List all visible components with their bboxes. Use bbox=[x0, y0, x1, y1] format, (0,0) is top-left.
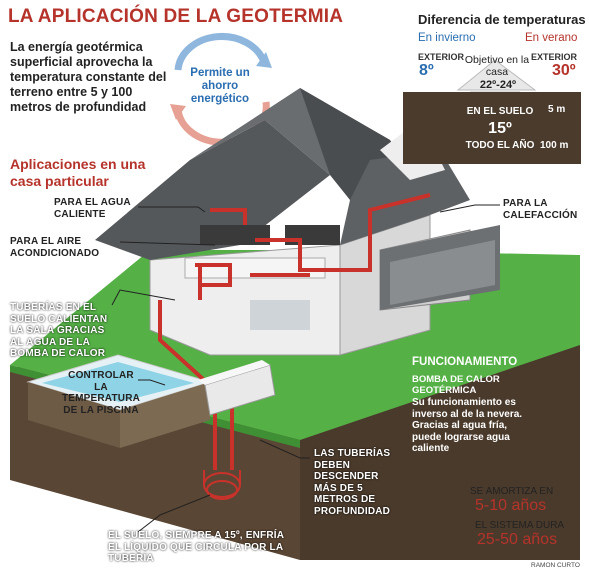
ground-coil bbox=[203, 470, 241, 500]
exterior-label-summer: EXTERIOR bbox=[531, 52, 578, 62]
operation-subtitle: BOMBA DE CALOR GEOTÉRMICA bbox=[412, 374, 500, 396]
label-ground-cools: EL SUELO, SIEMPRE A 15º, ENFRÍA EL LÍQUI… bbox=[108, 530, 284, 564]
amortization-label: SE AMORTIZA EN bbox=[470, 486, 554, 497]
depth-max: 100 m bbox=[540, 140, 569, 151]
house-roof bbox=[95, 120, 330, 260]
winter-label: En invierno bbox=[418, 32, 476, 44]
label-pool: CONTROLAR LA TEMPERATURA DE LA PISCINA bbox=[61, 370, 141, 416]
applications-title: Aplicaciones en una casa particular bbox=[10, 156, 146, 189]
operation-body: Su funcionamiento es inverso al de la ne… bbox=[412, 397, 523, 454]
soil-panel bbox=[403, 92, 581, 164]
label-air-conditioning: PARA EL AIRE ACONDICIONADO bbox=[10, 236, 100, 259]
intro-text: La energía geotérmica superficial aprove… bbox=[10, 40, 167, 114]
objective-label: Objetivo en la casa bbox=[464, 54, 530, 78]
ground-all-year: TODO EL AÑO bbox=[465, 140, 535, 151]
winter-temp: 8º bbox=[419, 62, 434, 79]
summer-temp: 30º bbox=[552, 62, 576, 79]
lifespan-label: EL SISTEMA DURA bbox=[475, 520, 565, 531]
page-title: LA APLICACIÓN DE LA GEOTERMIA bbox=[8, 6, 344, 27]
label-heating: PARA LA CALEFACCIÓN bbox=[503, 198, 578, 221]
depth-min: 5 m bbox=[548, 104, 566, 115]
lifespan-value: 25-50 años bbox=[477, 531, 558, 548]
ground-temp: 15º bbox=[488, 120, 512, 137]
objective-temp: 22º-24º bbox=[479, 79, 517, 91]
summer-label: En verano bbox=[525, 32, 578, 44]
credit: RAMON CURTO bbox=[531, 562, 580, 569]
exterior-label-winter: EXTERIOR bbox=[418, 52, 465, 62]
pipes bbox=[158, 193, 431, 470]
ground-label: EN EL SUELO bbox=[466, 106, 534, 117]
temp-diff-title: Diferencia de temperaturas bbox=[418, 12, 586, 27]
label-hot-water: PARA EL AGUA CALIENTE bbox=[54, 197, 131, 220]
savings-text: Permite un ahorro energético bbox=[190, 67, 250, 105]
label-floor-pipes: TUBERÍAS EN EL SUELO CALIENTAN LA SALA G… bbox=[10, 302, 108, 359]
amortization-value: 5-10 años bbox=[475, 497, 547, 514]
operation-title: FUNCIONAMIENTO bbox=[412, 356, 518, 368]
label-pipes-depth: LAS TUBERÍAS DEBEN DESCENDER MÁS DE 5 ME… bbox=[314, 448, 391, 517]
